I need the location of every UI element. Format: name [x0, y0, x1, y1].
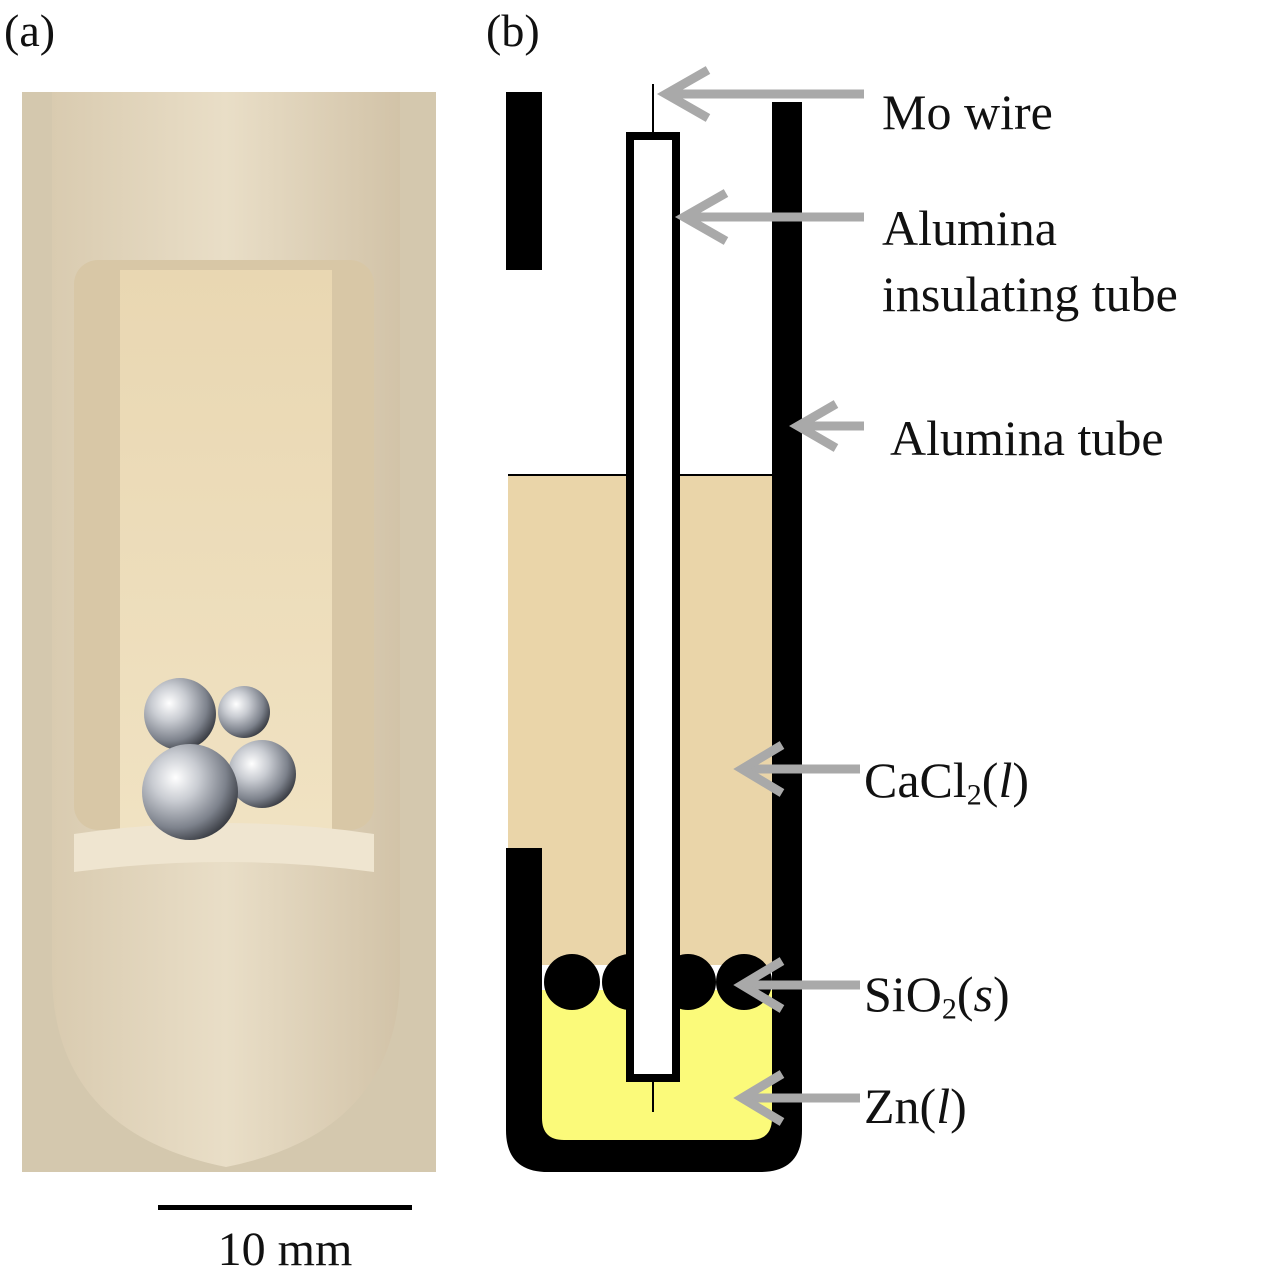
sio2-open: (	[956, 966, 974, 1022]
sio2-state: s	[973, 966, 993, 1022]
cacl2-open: (	[981, 752, 999, 808]
cacl2-state: l	[998, 752, 1013, 808]
zinc-shot	[228, 740, 296, 808]
arrow-alumina-tube	[789, 400, 864, 452]
crucible-window-ledge	[74, 823, 374, 872]
panel-label-b: (b)	[486, 5, 540, 56]
sio2-formula: SiO	[864, 966, 942, 1022]
label-insulating-tube-line2: insulating tube	[882, 266, 1178, 322]
cacl2-formula: CaCl	[864, 752, 967, 808]
crucible-photo	[22, 92, 436, 1172]
label-mo-wire: Mo wire	[882, 84, 1053, 140]
alumina-tube-left-upper	[506, 92, 542, 270]
arrow-sio2	[733, 957, 860, 1013]
zinc-shot	[218, 686, 270, 738]
panel-label-a: (a)	[4, 5, 56, 56]
sio2-close: )	[992, 966, 1010, 1022]
label-zn: Zn(l)	[864, 1078, 967, 1134]
cacl2-subscript: 2	[966, 778, 982, 812]
arrow-cacl2	[733, 741, 860, 797]
zn-close: )	[950, 1078, 967, 1134]
label-insulating-tube-line1: Alumina	[882, 200, 1057, 256]
sio2-subscript: 2	[941, 992, 957, 1026]
label-alumina-tube: Alumina tube	[890, 410, 1164, 466]
callout-arrows	[656, 66, 864, 1126]
alumina-insulating-tube	[626, 132, 680, 1082]
zn-formula: Zn	[864, 1078, 920, 1134]
zinc-shot	[144, 678, 216, 750]
alumina-tube-wall	[506, 102, 802, 1172]
zinc-shot	[142, 744, 238, 840]
scale-bar-label: 10 mm	[217, 1223, 353, 1276]
arrow-mo-wire	[656, 66, 864, 122]
label-cacl2: CaCl2(l)	[864, 752, 1030, 810]
zinc-shots	[142, 678, 296, 840]
cacl2-close: )	[1012, 752, 1030, 808]
label-sio2: SiO2(s)	[864, 966, 1010, 1024]
scale-bar	[158, 1205, 412, 1210]
cell-schematic	[506, 66, 864, 1172]
zn-open: (	[919, 1078, 937, 1134]
arrow-insulating-tube	[674, 189, 864, 245]
arrow-zn	[733, 1070, 860, 1126]
sio2-particle	[544, 954, 600, 1010]
zn-state: l	[936, 1078, 951, 1134]
crucible-window-inner	[120, 270, 332, 830]
